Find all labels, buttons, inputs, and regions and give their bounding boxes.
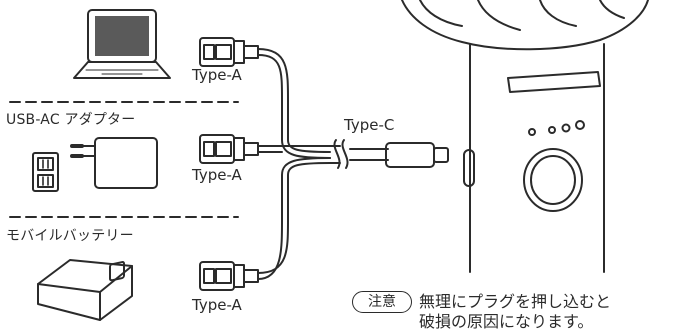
caution-text-line2: 破損の原因になります。 xyxy=(419,312,594,331)
usb-a-plug-icon xyxy=(199,134,259,164)
laptop-icon xyxy=(73,9,171,79)
cable-lines xyxy=(257,48,389,280)
plug-label-type-a: Type-A xyxy=(192,66,242,84)
plug-label-type-a: Type-A xyxy=(192,166,242,184)
handheld-fan-icon xyxy=(401,0,649,273)
plug-label-type-a: Type-A xyxy=(192,296,242,314)
caution-badge: 注意 xyxy=(352,291,412,313)
plug-label-type-c: Type-C xyxy=(344,116,395,134)
usb-c-plug-icon xyxy=(385,142,449,168)
ac-adapter-icon xyxy=(70,137,158,189)
source-label-ac-adapter: USB-AC アダプター xyxy=(6,112,136,128)
source-label-mobile-battery: モバイルバッテリー xyxy=(6,228,134,244)
usb-a-plug-icon xyxy=(199,261,259,291)
caution-text-line1: 無理にプラグを押し込むと xyxy=(419,292,612,311)
wall-outlet-icon xyxy=(32,152,59,192)
usb-a-plug-icon xyxy=(199,37,259,67)
mobile-battery-icon xyxy=(37,259,133,321)
